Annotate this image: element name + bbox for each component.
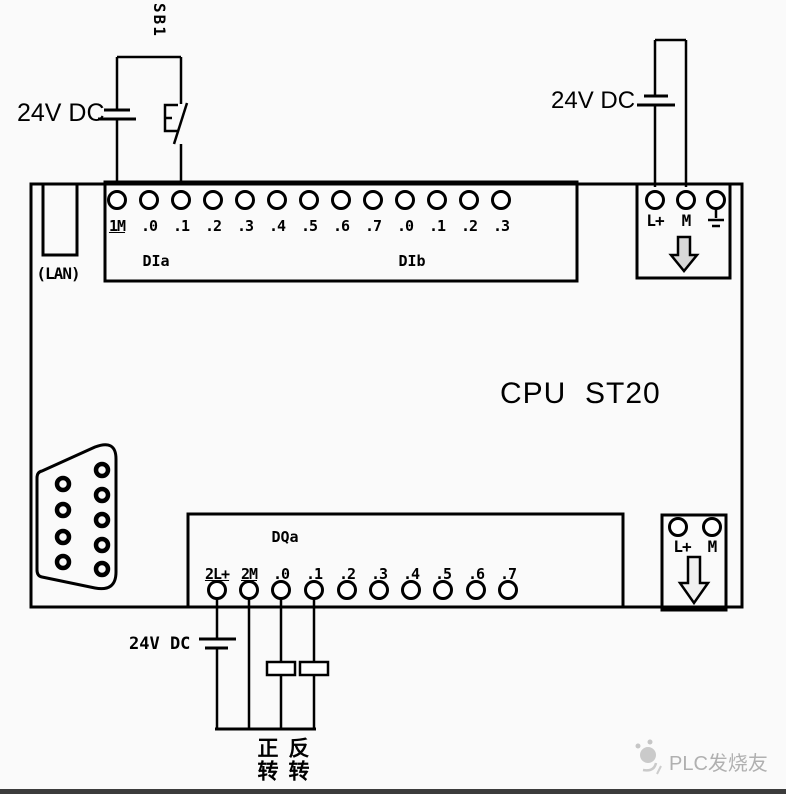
terminal-label: .5 [300, 217, 318, 235]
terminal-label: M [681, 211, 692, 230]
forward-rotation-label: 正转 [255, 737, 278, 783]
output-load-circuit [199, 598, 330, 731]
terminal-label: 2M [240, 565, 258, 583]
load-coil-reverse [298, 660, 330, 677]
terminal-label: .2 [460, 217, 478, 235]
battery-icon [98, 108, 136, 121]
terminal-label: .7 [499, 565, 517, 583]
power-label-top-right: 24V DC [551, 87, 636, 114]
watermark-logo-icon [635, 739, 662, 775]
terminal-label: .3 [370, 565, 388, 583]
terminal-label: .1 [172, 217, 190, 235]
power-label-top-left: 24V DC [17, 99, 105, 127]
watermark-text: PLC发烧友 [669, 753, 768, 775]
terminal-label: .6 [467, 565, 485, 583]
terminal-label: M [707, 537, 718, 556]
bottom-power-terminal-circles [668, 517, 722, 537]
power-terminal-block-top [635, 182, 732, 280]
battery-icon [637, 94, 675, 107]
db9-connector [35, 443, 118, 591]
reverse-rotation-label: 反转 [286, 737, 309, 783]
terminal-label: L+ [673, 537, 691, 556]
input-group-b-label: DIb [398, 252, 426, 270]
lan-port [41, 182, 79, 257]
terminal-label: .5 [434, 565, 452, 583]
terminal-label: .7 [364, 217, 382, 235]
down-arrow-icon [677, 555, 711, 606]
terminal-label: L+ [646, 211, 664, 230]
ground-icon [708, 207, 724, 228]
output-terminal-block [186, 512, 625, 609]
output-terminal-circles [207, 580, 518, 600]
input-group-a-label: DIa [142, 252, 170, 270]
terminal-label: .3 [236, 217, 254, 235]
terminal-label: .6 [332, 217, 350, 235]
terminal-label: 2L+ [204, 565, 230, 583]
terminal-label: .3 [492, 217, 510, 235]
top-power-terminal-circles [645, 190, 726, 210]
bottom-edge-bar [0, 789, 786, 794]
cpu-module-outline [29, 180, 744, 612]
input-power-circuit [98, 55, 189, 185]
load-coil-forward [265, 660, 297, 677]
input-terminal-circles [107, 190, 511, 210]
cpu-model-label: CPU ST20 [500, 377, 661, 410]
down-arrow-icon [668, 235, 700, 273]
terminal-label: .0 [272, 565, 290, 583]
terminal-label: .1 [428, 217, 446, 235]
switch-label: SB1 [150, 3, 169, 38]
input-terminal-block [103, 180, 579, 283]
terminal-label: .0 [396, 217, 414, 235]
lan-port-label: (LAN) [36, 264, 80, 283]
output-group-label: DQa [271, 528, 299, 546]
pushbutton-sb1-icon [163, 57, 189, 185]
terminal-label: .2 [338, 565, 356, 583]
power-label-bottom: 24V DC [129, 634, 191, 654]
power-terminal-block-bottom [660, 513, 728, 612]
terminal-label: .4 [268, 217, 286, 235]
terminal-label: 1M [108, 217, 126, 235]
top-right-power-circuit [637, 38, 688, 187]
terminal-label: .0 [140, 217, 158, 235]
terminal-label: .1 [305, 565, 323, 583]
terminal-label: .4 [402, 565, 420, 583]
terminal-label: .2 [204, 217, 222, 235]
battery-icon [199, 637, 236, 650]
